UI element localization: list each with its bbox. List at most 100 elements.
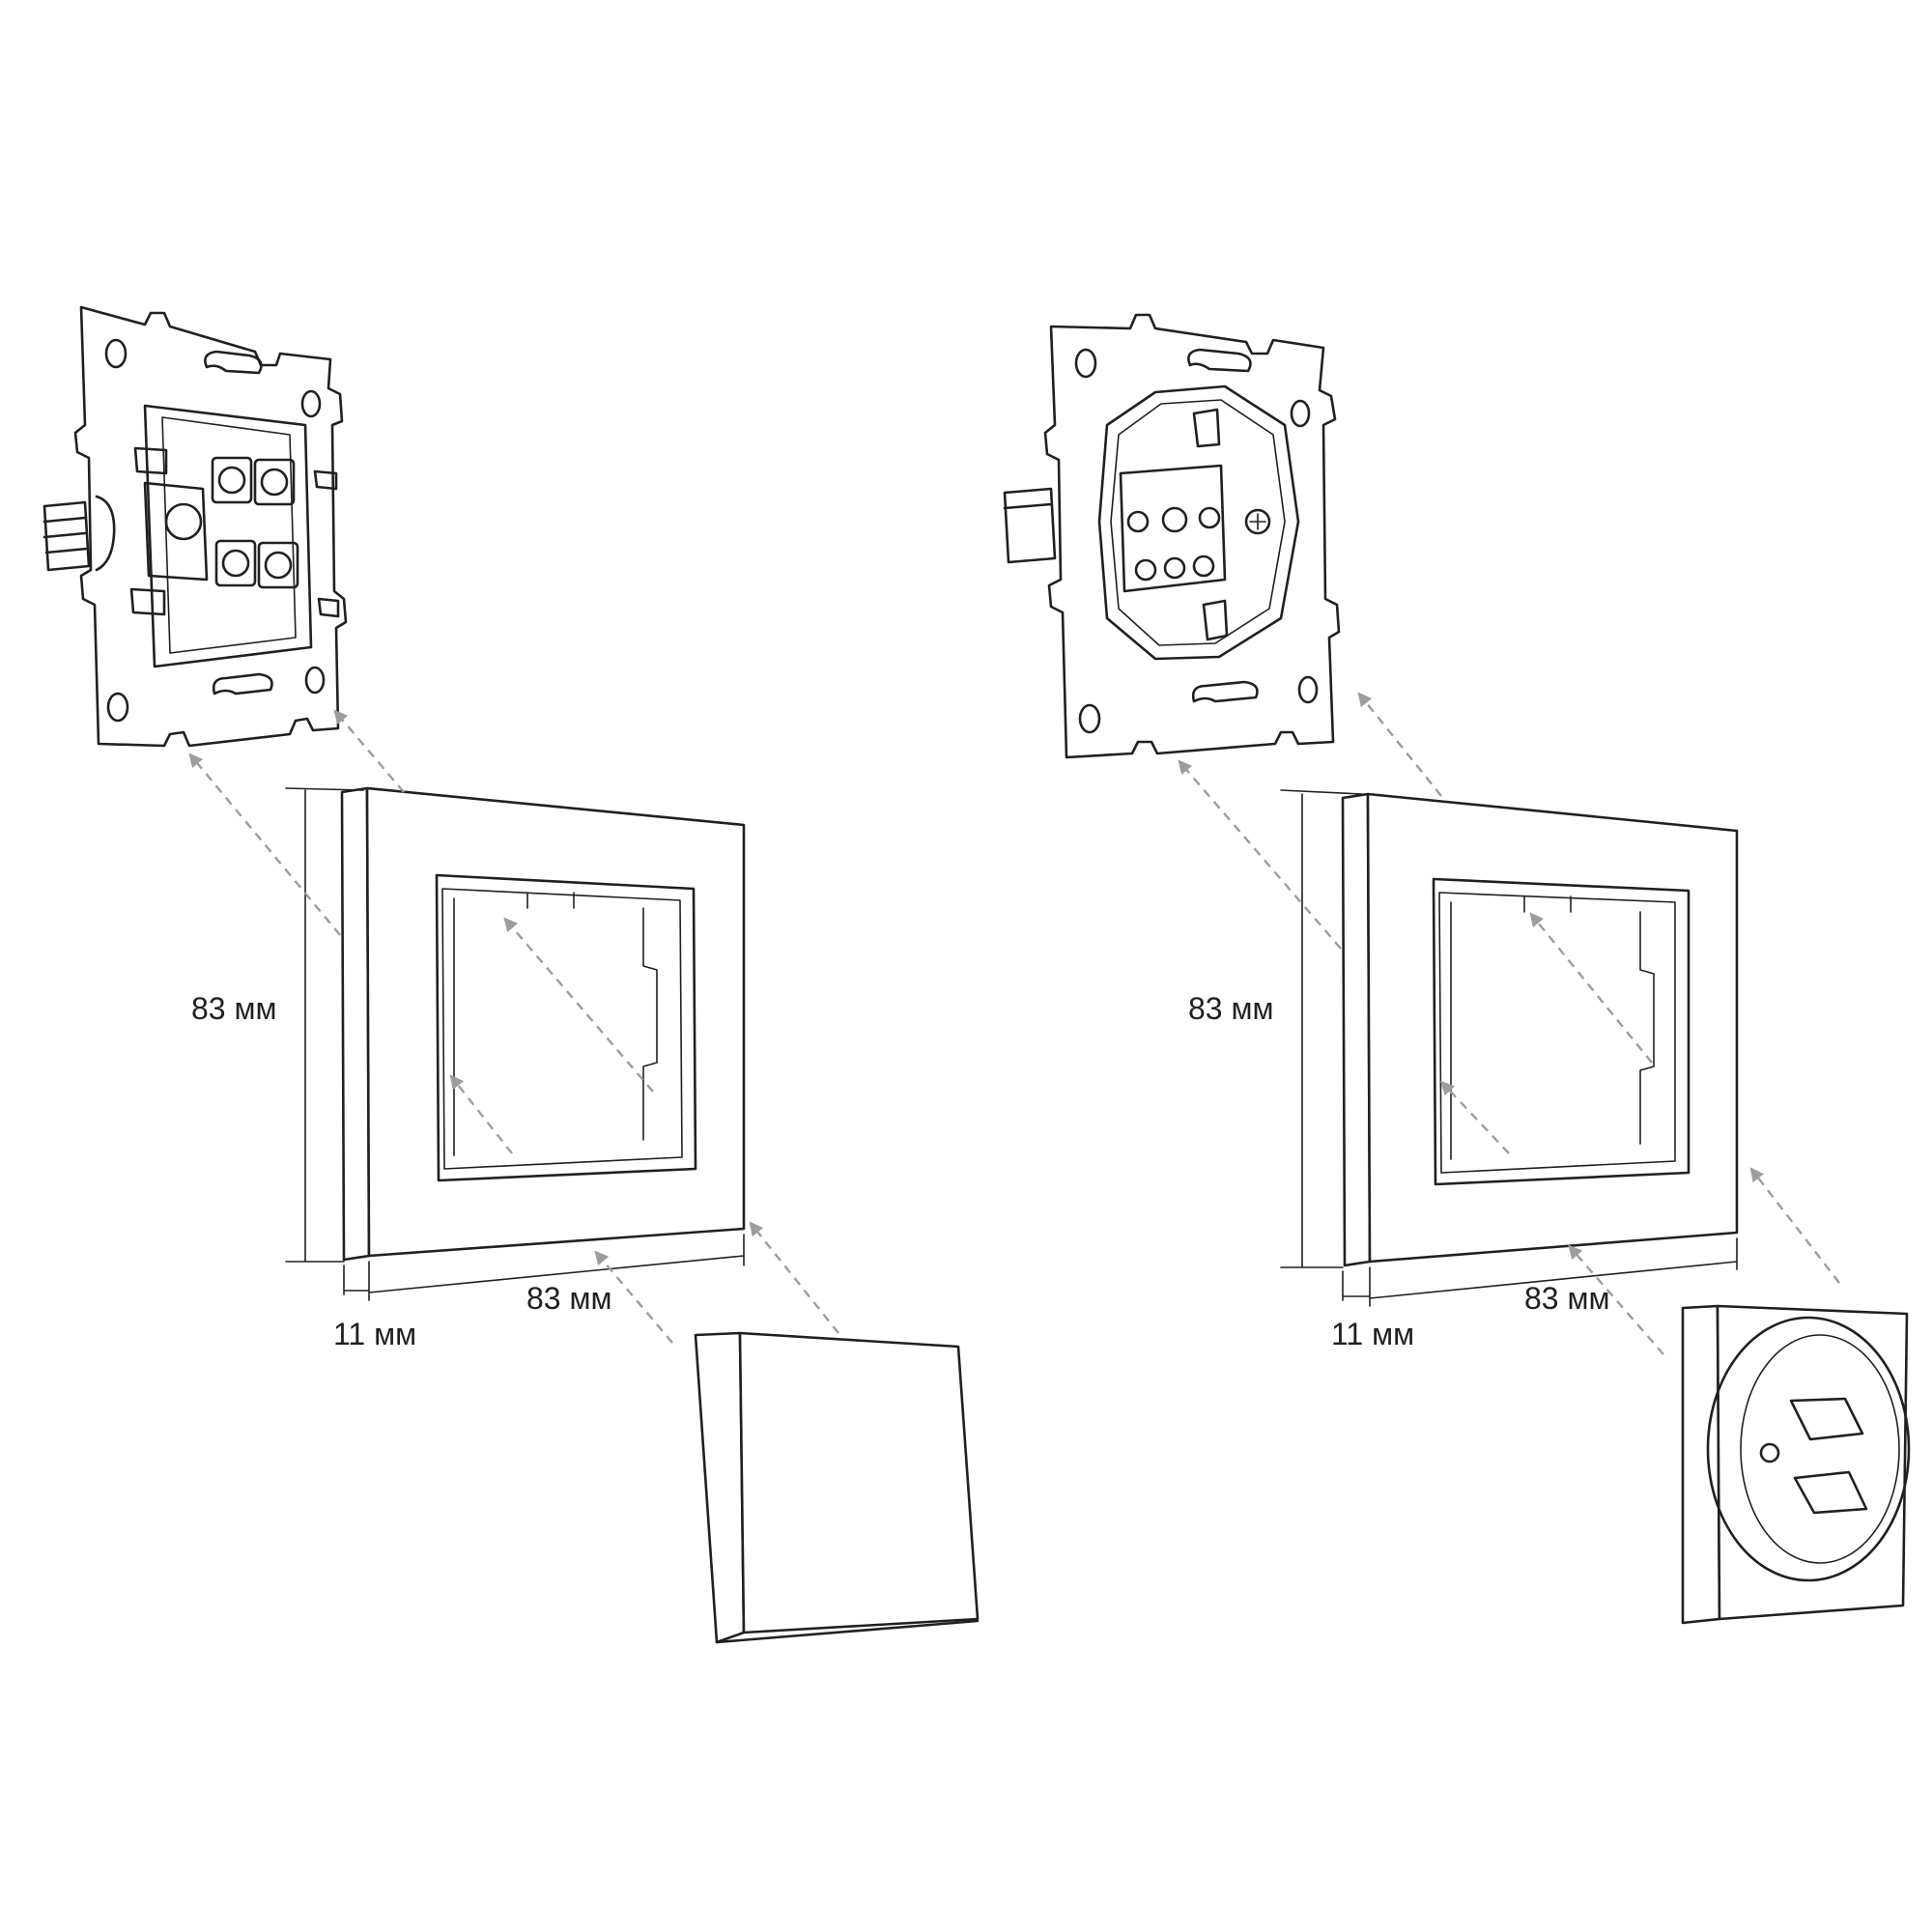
socket-recess-outer xyxy=(1706,1316,1911,1582)
terminal-screw xyxy=(1134,558,1157,582)
height-label: 83 мм xyxy=(191,991,276,1026)
clip xyxy=(317,597,340,618)
frame-face xyxy=(1366,792,1739,1264)
child-protection-hole xyxy=(1759,1442,1780,1463)
socket-housing-inner xyxy=(1110,399,1286,646)
arrow xyxy=(1529,912,1653,1064)
mount-hole xyxy=(1074,348,1097,379)
mount-hole xyxy=(104,338,128,369)
mount-hole xyxy=(300,389,322,418)
mount-hole xyxy=(1078,703,1101,734)
mount-hole xyxy=(1297,675,1319,704)
mount-hole xyxy=(106,692,129,723)
arrow xyxy=(1440,1080,1510,1154)
frame-opening-inner xyxy=(1438,892,1676,1174)
right-frame xyxy=(1341,792,1739,1267)
mount-slot xyxy=(1187,348,1252,373)
width-label: 83 мм xyxy=(1524,1281,1609,1316)
terminal-screw xyxy=(1126,510,1150,533)
width-label: 83 мм xyxy=(526,1281,611,1316)
terminal-screw xyxy=(260,468,289,497)
ground-contact-top xyxy=(1192,408,1221,448)
terminal-screw xyxy=(1192,554,1215,578)
terminal-screw xyxy=(1161,506,1188,533)
socket-cover xyxy=(1681,1304,1911,1625)
key-edge xyxy=(715,1619,980,1644)
arrow xyxy=(188,753,341,936)
left-assembly: 83 мм 83 мм 11 мм xyxy=(43,305,980,1644)
mount-slot xyxy=(212,672,273,696)
clip xyxy=(129,587,166,616)
ground-contact-bottom xyxy=(1202,599,1229,641)
clip xyxy=(313,469,338,491)
frame-side xyxy=(1341,792,1372,1267)
height-dimension-line xyxy=(285,787,364,1263)
arrow xyxy=(1749,1167,1840,1284)
terminal-screw xyxy=(221,549,250,578)
rocker-body xyxy=(143,481,209,582)
ground-screw xyxy=(1244,508,1271,535)
frame-notches xyxy=(1450,895,1655,1160)
arrow xyxy=(449,1074,513,1154)
frame-face xyxy=(365,786,746,1258)
clip xyxy=(133,446,168,475)
arrow xyxy=(1178,759,1342,950)
frame-opening-inner xyxy=(441,888,683,1170)
mount-hole xyxy=(1290,399,1311,428)
terminal-screw xyxy=(217,466,246,495)
pin-slot xyxy=(1789,1397,1864,1441)
terminal xyxy=(211,456,253,504)
frame-side xyxy=(340,786,371,1262)
switch-mechanism xyxy=(43,305,348,748)
rocker-pivot xyxy=(164,502,203,541)
socket-terminal-body xyxy=(1119,464,1227,593)
left-arrows xyxy=(188,709,839,1344)
terminal-screw xyxy=(1163,556,1186,580)
switch-key xyxy=(694,1331,980,1644)
width-depth-dimension-lines xyxy=(343,1234,745,1301)
mount-slot xyxy=(1191,680,1259,703)
terminal-block xyxy=(143,456,299,589)
terminal xyxy=(214,539,257,587)
pin-slot xyxy=(1793,1470,1868,1515)
right-dimensions: 83 мм 83 мм 11 мм xyxy=(1188,789,1738,1351)
mechanism-inner xyxy=(161,416,297,654)
rear-lug xyxy=(43,500,91,572)
arrow xyxy=(749,1221,839,1334)
arrow xyxy=(333,709,405,793)
socket-mounting-plate xyxy=(1043,313,1341,759)
terminal-screw xyxy=(1198,506,1221,529)
mount-hole xyxy=(304,666,326,695)
key-side xyxy=(694,1331,746,1644)
arrow xyxy=(1568,1244,1664,1355)
depth-label: 11 мм xyxy=(333,1317,416,1351)
terminal xyxy=(253,458,296,506)
left-dimensions: 83 мм 83 мм 11 мм xyxy=(191,787,745,1351)
arrow xyxy=(503,917,654,1093)
frame-opening xyxy=(435,873,697,1182)
socket-housing xyxy=(1097,384,1300,661)
height-dimension-line xyxy=(1280,789,1363,1268)
terminal xyxy=(257,541,299,589)
arrow xyxy=(594,1250,673,1344)
rear-lug xyxy=(1003,487,1057,564)
rear-lug-edge xyxy=(95,495,116,572)
terminal-screw xyxy=(264,551,293,580)
socket-recess-inner xyxy=(1740,1334,1900,1564)
ground-screw-slot xyxy=(1249,513,1266,530)
mechanism-frame xyxy=(143,404,313,668)
frame-notches xyxy=(453,892,658,1156)
depth-label: 11 мм xyxy=(1331,1317,1414,1351)
width-depth-dimension-lines xyxy=(1342,1237,1738,1307)
height-label: 83 мм xyxy=(1188,991,1273,1026)
key-face xyxy=(738,1331,980,1634)
right-arrows xyxy=(1178,692,1840,1355)
arrow xyxy=(1357,692,1442,797)
cover-side xyxy=(1681,1304,1721,1625)
left-frame xyxy=(340,786,746,1262)
cover-face xyxy=(1716,1304,1909,1621)
right-assembly: 83 мм 83 мм 11 мм xyxy=(1003,313,1911,1625)
frame-opening xyxy=(1432,877,1690,1186)
mount-slot xyxy=(204,350,263,375)
